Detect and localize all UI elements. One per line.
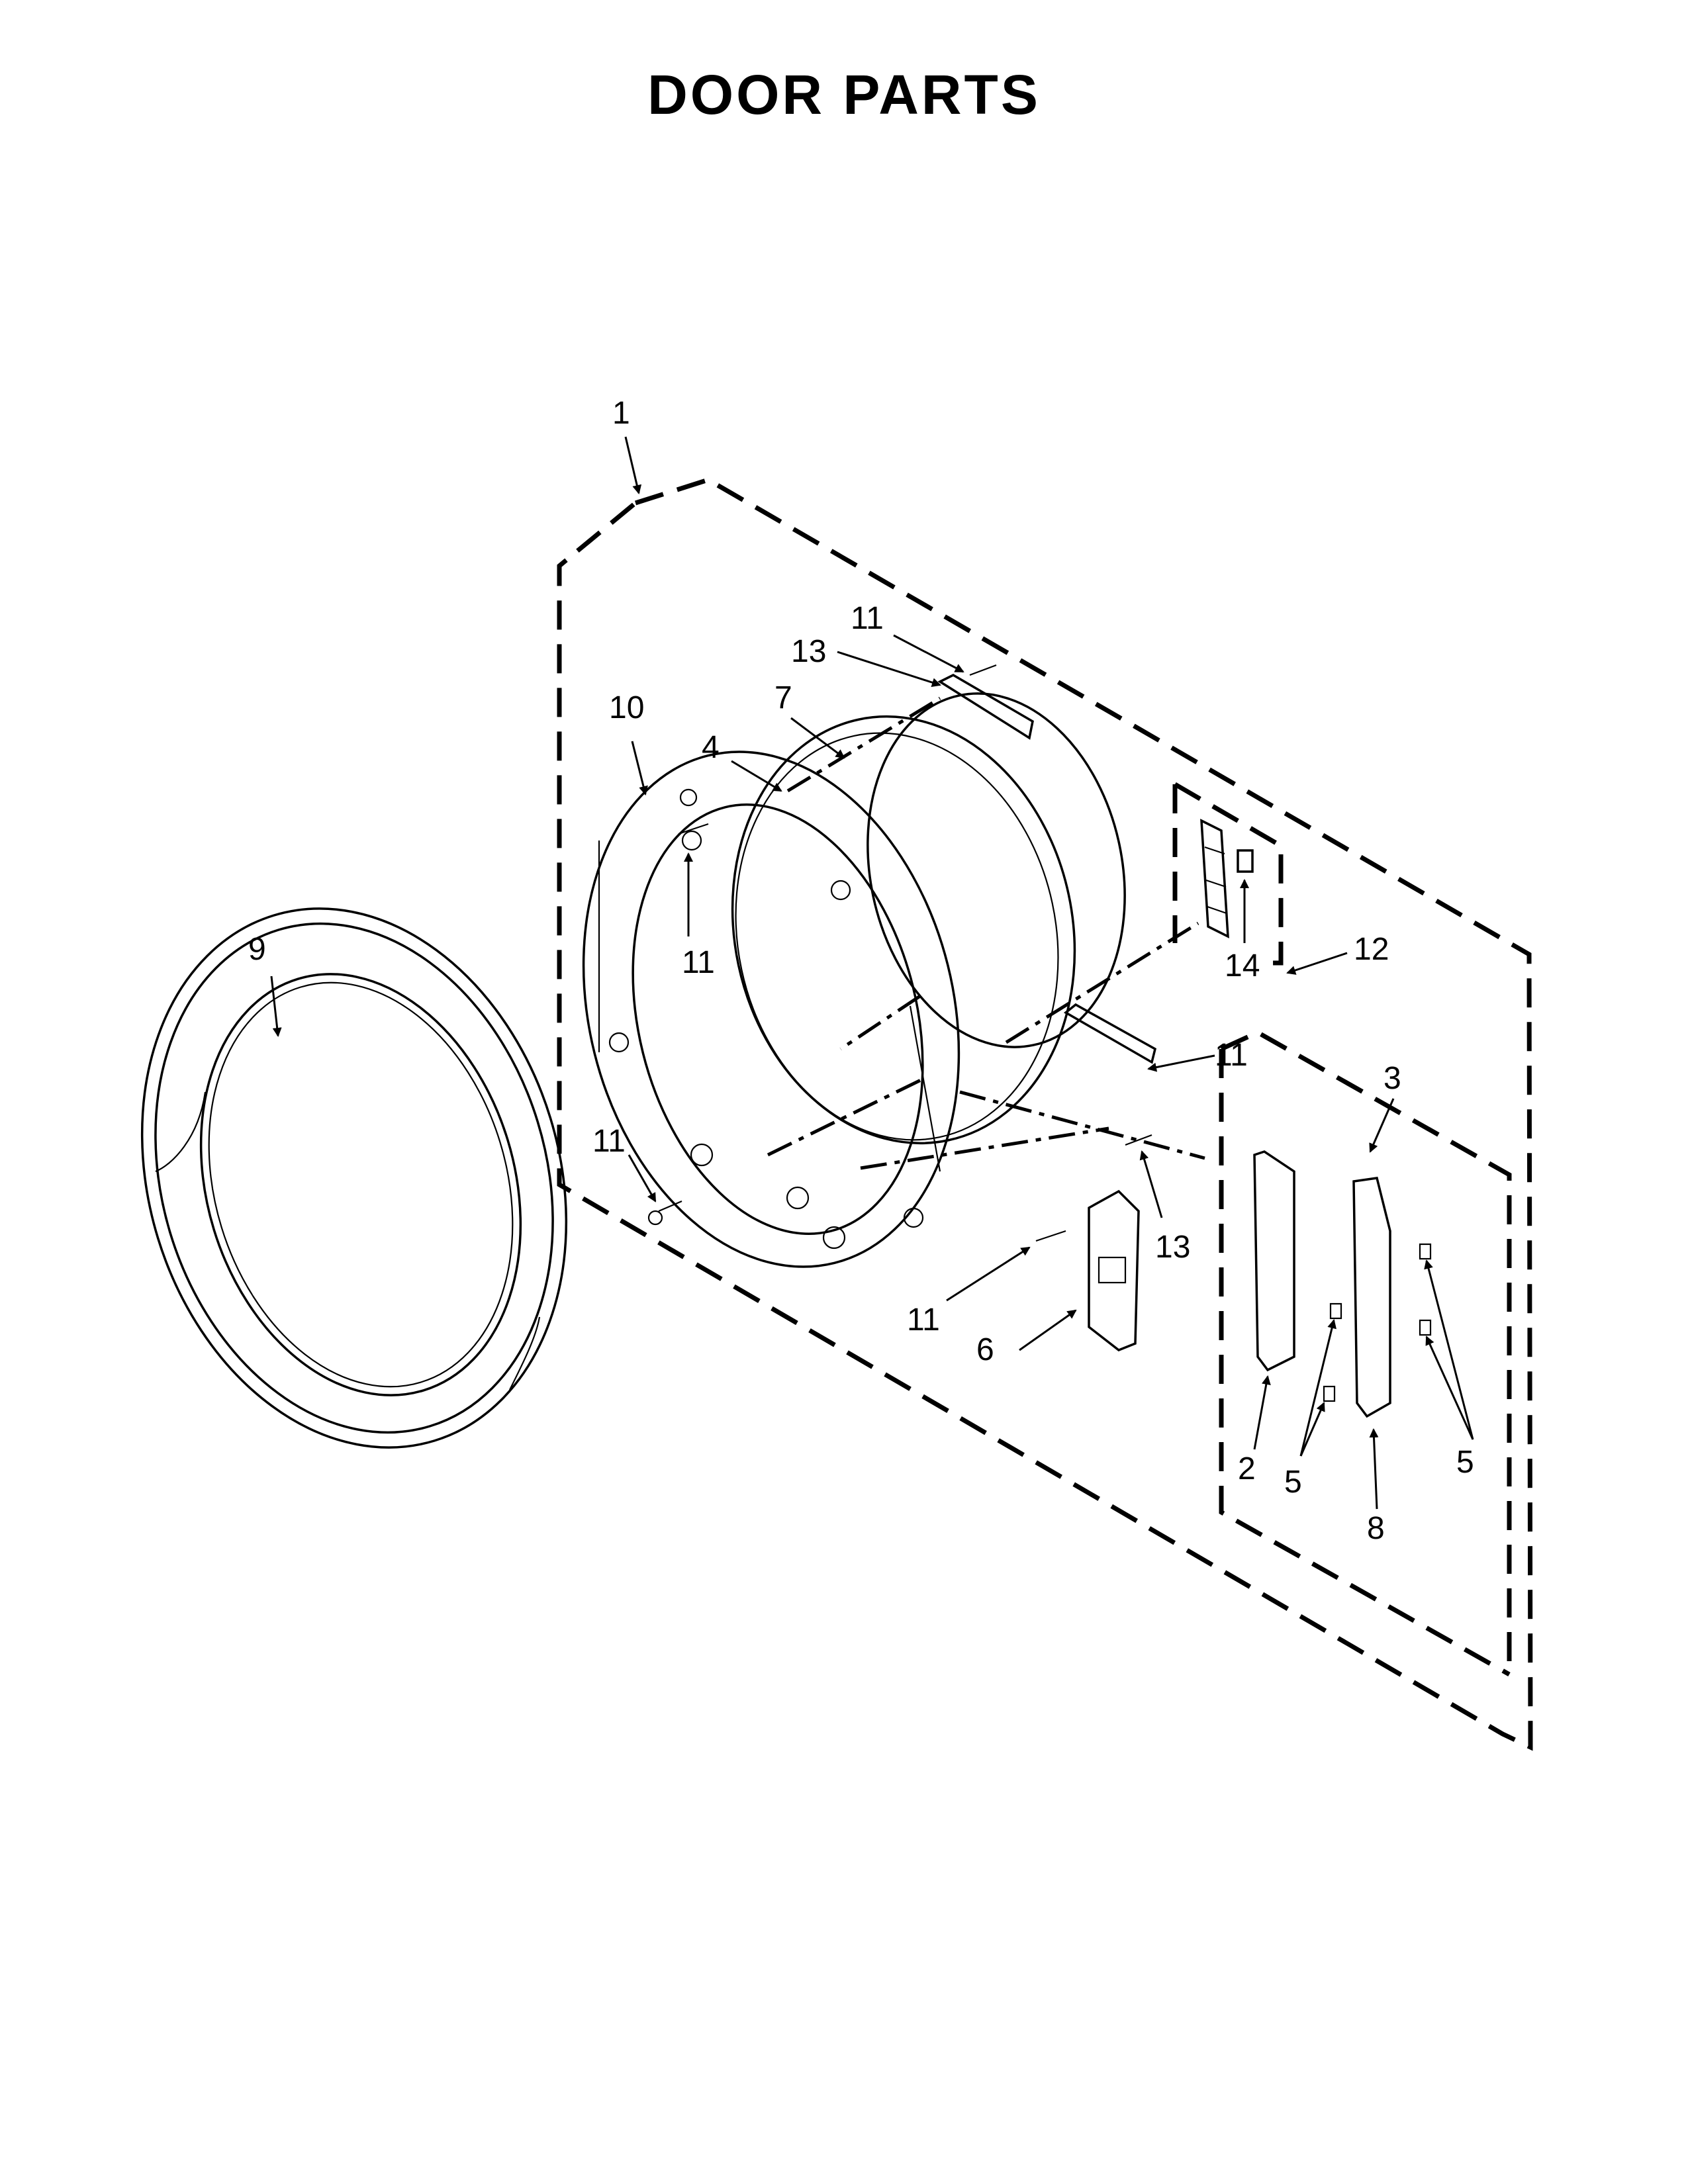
callout-11-frame: 11 — [682, 945, 715, 980]
page-title: DOOR PARTS — [647, 64, 1041, 126]
callout-12: 12 — [1354, 932, 1389, 967]
callout-13-bottom: 13 — [1155, 1230, 1190, 1265]
callout-14: 14 — [1225, 948, 1260, 983]
callout-5-left: 5 — [1284, 1465, 1302, 1500]
callout-11-top: 11 — [851, 601, 884, 636]
callout-1: 1 — [612, 396, 630, 431]
assembly-3-boundary — [1219, 1030, 1512, 1677]
bushings-part — [1323, 1243, 1432, 1402]
callout-6: 6 — [976, 1332, 994, 1367]
door-glass-part — [731, 692, 1126, 1145]
callout-11-left: 11 — [592, 1124, 626, 1159]
callout-3: 3 — [1383, 1061, 1401, 1096]
callout-2: 2 — [1238, 1451, 1256, 1486]
hinge-plate-top-part — [937, 674, 1034, 740]
callout-8: 8 — [1367, 1511, 1385, 1546]
assembly-12-boundary — [1172, 782, 1284, 966]
hinge-plate-bottom-part — [1063, 1003, 1157, 1064]
callout-13-top: 13 — [791, 634, 826, 669]
callout-11-right: 11 — [1215, 1038, 1248, 1073]
callout-11-bottom: 11 — [907, 1302, 940, 1338]
latch-plate-part — [1088, 1189, 1140, 1351]
leader-lines — [270, 436, 1474, 1510]
callout-10: 10 — [609, 690, 644, 725]
alignment-lines — [767, 696, 1205, 1170]
screws-part — [647, 664, 1152, 1242]
hinge-bracket-part — [1200, 819, 1254, 938]
callout-7: 7 — [774, 680, 792, 715]
door-frame-part — [582, 751, 961, 1268]
assembly-1-boundary — [557, 477, 1533, 1751]
hinge-part-2 — [1253, 1150, 1295, 1372]
latch-slot — [1098, 1256, 1127, 1284]
callout-9: 9 — [248, 932, 266, 967]
callout-5-right: 5 — [1456, 1445, 1474, 1480]
callout-4: 4 — [702, 730, 720, 765]
door-outer-ring-part — [140, 907, 568, 1449]
hinge-part-8 — [1352, 1177, 1391, 1418]
